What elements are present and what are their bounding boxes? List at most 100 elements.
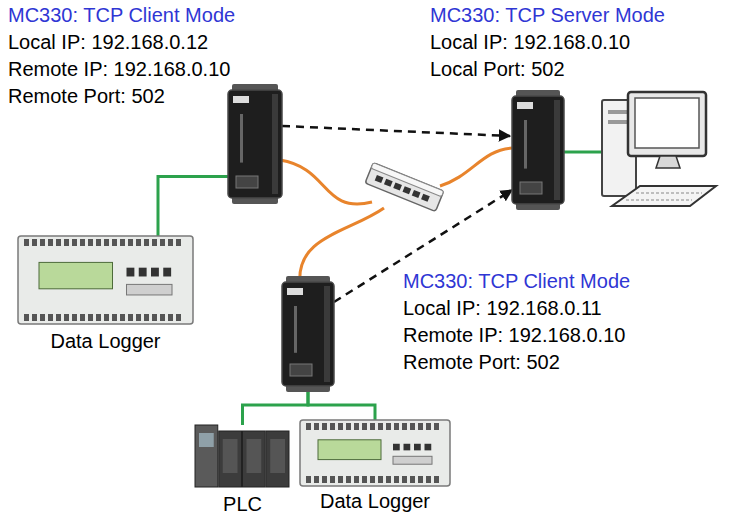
mode-heading: MC330: TCP Client Mode <box>403 268 630 295</box>
terminal <box>128 239 133 246</box>
terminal <box>314 423 319 430</box>
terminal <box>136 314 141 321</box>
converter-body <box>512 96 564 204</box>
monitor-screen <box>635 98 699 148</box>
terminal <box>378 423 383 430</box>
terminal <box>112 314 117 321</box>
terminal <box>354 423 359 430</box>
terminal <box>32 314 37 321</box>
terminal <box>418 423 423 430</box>
terminal <box>426 476 431 483</box>
computer <box>602 92 716 206</box>
keyboard-keys <box>626 193 702 200</box>
terminal <box>40 239 45 246</box>
keypad-button <box>425 444 432 451</box>
terminal <box>394 476 399 483</box>
terminal <box>128 314 133 321</box>
terminal <box>56 314 61 321</box>
data-logger: Data Logger <box>300 420 450 486</box>
drive-slot <box>608 120 630 124</box>
terminal <box>48 314 53 321</box>
terminal <box>24 314 29 321</box>
terminal <box>168 314 173 321</box>
logger-body <box>300 420 450 486</box>
terminal <box>24 239 29 246</box>
card-slot <box>393 456 432 464</box>
port <box>290 364 312 376</box>
device-name: Data Logger <box>300 488 450 515</box>
port <box>236 176 258 188</box>
brand-logo <box>233 96 249 103</box>
front-label <box>524 120 527 169</box>
config-line: Local IP: 192.168.0.12 <box>8 29 235 56</box>
switch-body <box>365 163 444 212</box>
config-line: Remote Port: 502 <box>8 83 235 110</box>
terminal <box>120 239 125 246</box>
terminal <box>370 423 375 430</box>
ethernet-cable <box>300 208 384 283</box>
keypad-button <box>139 268 147 277</box>
terminal <box>32 239 37 246</box>
terminal <box>168 239 173 246</box>
terminal <box>144 314 149 321</box>
terminal <box>72 314 77 321</box>
terminal <box>402 476 407 483</box>
drive-slot <box>608 110 630 114</box>
terminal <box>48 239 53 246</box>
plc-display <box>199 433 214 447</box>
terminal <box>346 423 351 430</box>
terminal <box>362 423 367 430</box>
plc-module <box>219 431 242 487</box>
lcd-display <box>39 262 113 288</box>
lcd-display <box>318 440 381 460</box>
front-label <box>240 114 243 163</box>
config-line: Remote IP: 192.168.0.10 <box>8 56 235 83</box>
terminal <box>434 476 439 483</box>
terminal <box>322 476 327 483</box>
terminal <box>88 314 93 321</box>
terminal <box>120 314 125 321</box>
terminal <box>160 239 165 246</box>
ethernet-cable <box>280 160 372 204</box>
terminal <box>354 476 359 483</box>
device-label: MC330: TCP Server ModeLocal IP: 192.168.… <box>430 2 665 83</box>
card-slot <box>127 284 173 295</box>
config-line: Local IP: 192.168.0.10 <box>430 29 665 56</box>
terminal <box>176 239 181 246</box>
terminal <box>410 476 415 483</box>
device-picture <box>18 236 193 324</box>
serial-converter: MC330: TCP Client ModeLocal IP: 192.168.… <box>282 282 334 386</box>
keypad-button <box>414 444 421 451</box>
terminal <box>104 239 109 246</box>
terminal <box>80 239 85 246</box>
switch-top <box>371 163 444 197</box>
plc-module <box>243 431 266 487</box>
terminal <box>418 476 423 483</box>
keypad-button <box>151 268 159 277</box>
terminal <box>56 239 61 246</box>
terminal <box>160 314 165 321</box>
device-picture <box>195 425 290 487</box>
terminal <box>306 423 311 430</box>
plc-terminal-cover <box>223 439 238 473</box>
plc-module <box>195 425 218 487</box>
device-picture <box>228 90 282 198</box>
keypad-button <box>404 444 411 451</box>
terminal <box>346 476 351 483</box>
plc-terminal-cover <box>270 439 285 473</box>
terminal <box>314 476 319 483</box>
terminal <box>152 314 157 321</box>
device-picture <box>512 96 564 204</box>
device-label: MC330: TCP Client ModeLocal IP: 192.168.… <box>403 268 630 376</box>
terminal <box>370 476 375 483</box>
mode-heading: MC330: TCP Client Mode <box>8 2 235 29</box>
network-switch <box>365 163 444 212</box>
terminal <box>410 423 415 430</box>
serial-converter: MC330: TCP Server ModeLocal IP: 192.168.… <box>512 96 564 204</box>
terminal <box>152 239 157 246</box>
converter-body <box>282 282 334 386</box>
terminal <box>80 314 85 321</box>
terminal <box>394 423 399 430</box>
